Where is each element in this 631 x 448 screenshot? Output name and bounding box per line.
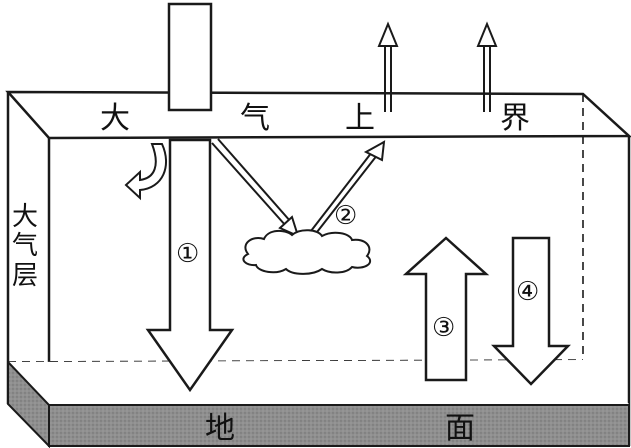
cloud-reflection-arrows xyxy=(211,138,386,242)
outgoing-arrow-left-head xyxy=(377,21,399,47)
incoming-to-cloud-line xyxy=(211,142,287,227)
label-top-shang: 上 xyxy=(345,101,375,136)
label-side-qi: 气 xyxy=(12,231,38,261)
cloud-to-top-line-2 xyxy=(309,153,379,242)
label-side-ceng: 层 xyxy=(12,261,38,291)
label-side-da: 大 xyxy=(12,202,38,232)
outgoing-radiation-arrows xyxy=(377,21,498,112)
marker-four: ④ xyxy=(516,277,539,307)
ground-top-surface xyxy=(8,360,629,405)
outgoing-arrow-right-head xyxy=(476,21,498,47)
incoming-to-cloud-line-2 xyxy=(217,138,292,223)
ground-front-slab xyxy=(48,404,630,447)
arrow-counter-radiation-down xyxy=(491,236,571,386)
cloud-to-top-head xyxy=(363,140,386,162)
curved-reflection-arrow xyxy=(124,143,167,201)
solar-radiation-block xyxy=(167,2,213,112)
marker-two: ② xyxy=(334,201,357,231)
marker-three: ③ xyxy=(432,313,455,343)
cloud-to-top-line xyxy=(303,151,373,241)
label-ground-di: 地 xyxy=(205,411,235,446)
label-top-da: 大 xyxy=(100,101,130,136)
arrow-solar-to-ground xyxy=(145,138,235,393)
arrow-ground-radiation-up xyxy=(402,236,490,382)
marker-one: ① xyxy=(176,239,199,269)
label-top-qi: 气 xyxy=(240,101,270,136)
label-ground-mian: 面 xyxy=(445,411,475,446)
label-top-jie: 界 xyxy=(500,101,530,136)
cloud-shape xyxy=(242,229,372,275)
